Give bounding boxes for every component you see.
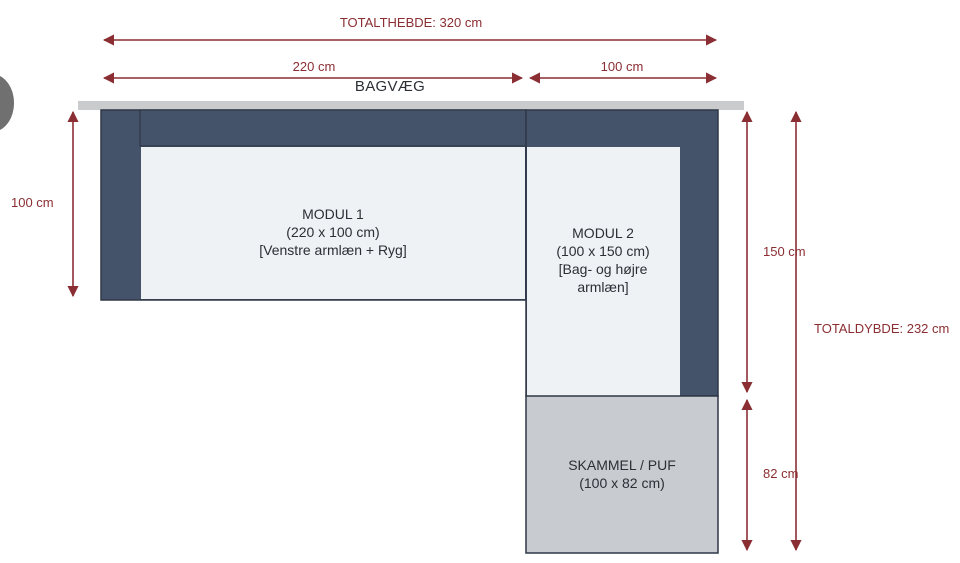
ottoman-depth-label: 82 cm <box>763 466 799 481</box>
ottoman-label: SKAMMEL / PUF (100 x 82 cm) <box>568 456 676 492</box>
module2-size: (100 x 150 cm) <box>556 243 650 259</box>
ottoman-title: SKAMMEL / PUF <box>568 457 676 473</box>
module1-label: MODUL 1 (220 x 100 cm) [Venstre armlæn +… <box>259 205 406 259</box>
module2-seat <box>527 147 680 396</box>
left-depth-label: 100 cm <box>11 195 54 210</box>
right-width-label: 100 cm <box>600 59 644 74</box>
module1-size: (220 x 100 cm) <box>286 224 380 240</box>
module1-desc: [Venstre armlæn + Ryg] <box>259 242 407 258</box>
total-width-label: TOTALTHEBDE: 320 cm <box>339 15 483 30</box>
ottoman-size: (100 x 82 cm) <box>579 475 665 491</box>
module2-depth-label: 150 cm <box>763 244 806 259</box>
module1-seat <box>141 147 525 299</box>
module2-label: MODUL 2 (100 x 150 cm) [Bag- og højre ar… <box>556 224 649 296</box>
back-wall <box>78 101 744 110</box>
side-circle-shape <box>0 74 14 132</box>
back-wall-label: BAGVÆG <box>354 78 426 95</box>
module2-desc-line2: armlæn] <box>577 279 629 295</box>
module2-title: MODUL 2 <box>572 225 634 241</box>
ottoman <box>525 395 719 554</box>
module1-title: MODUL 1 <box>302 206 364 222</box>
left-width-label: 220 cm <box>292 59 336 74</box>
module2-desc-line1: [Bag- og højre <box>558 261 648 277</box>
total-depth-label: TOTALDYBDE: 232 cm <box>814 321 950 336</box>
module1-backrest-divider <box>139 109 527 147</box>
